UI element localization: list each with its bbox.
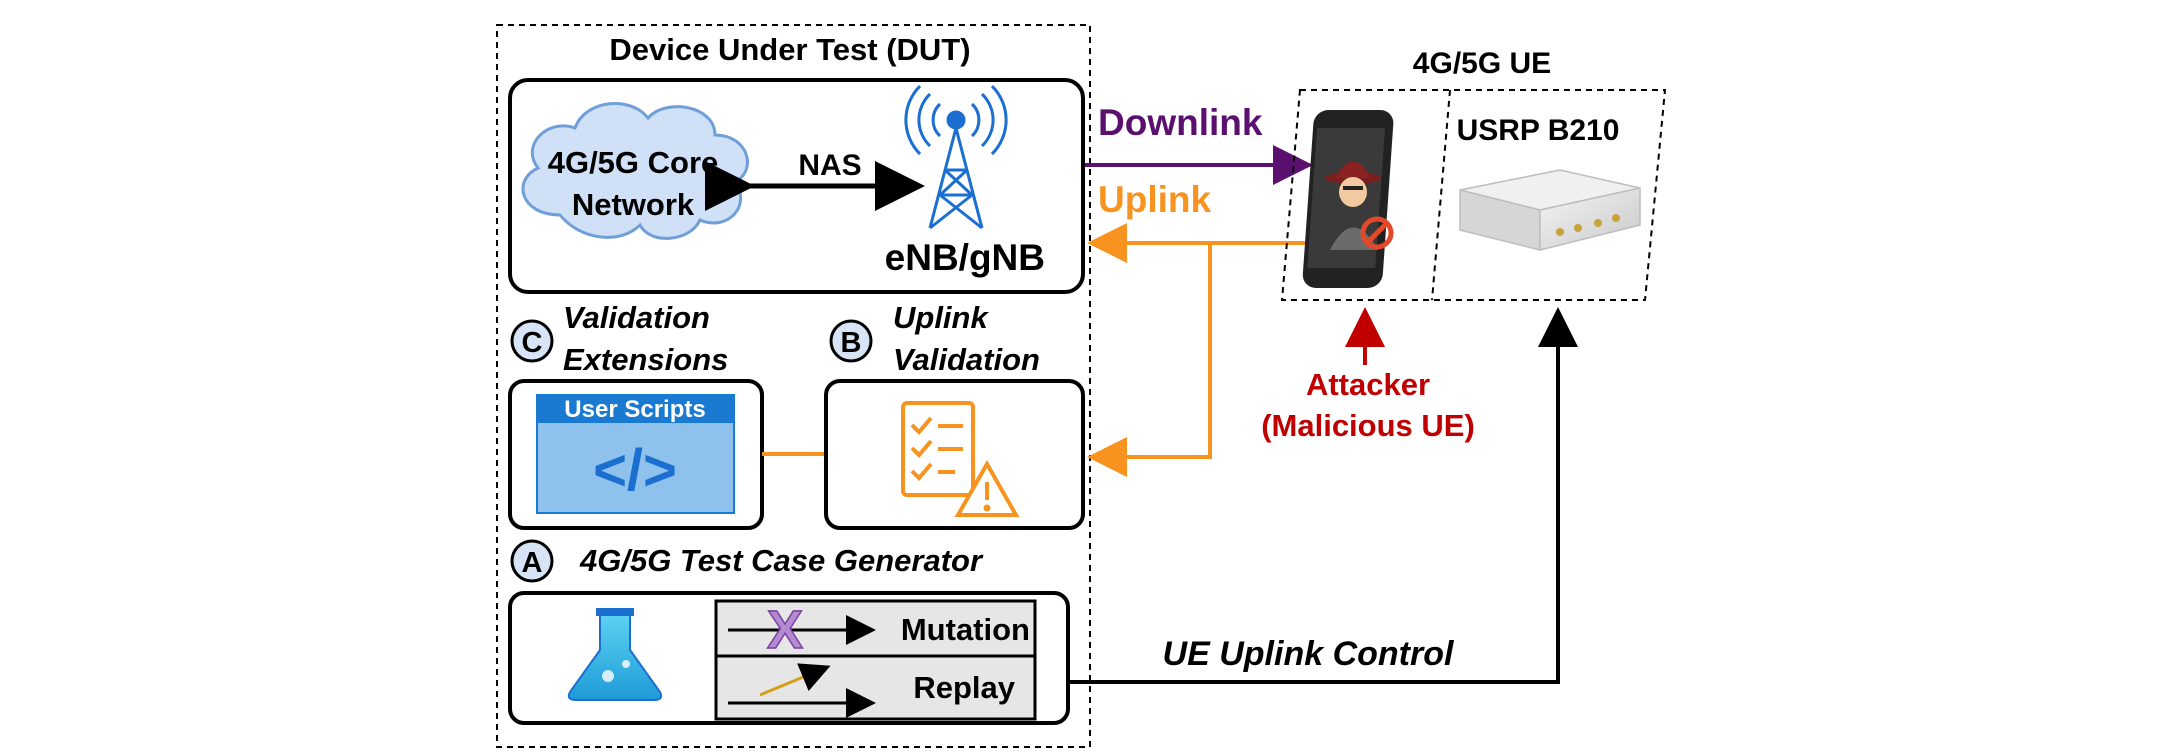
uplink-branch-arrow bbox=[1087, 243, 1212, 477]
dut-title: Device Under Test (DUT) bbox=[609, 32, 970, 67]
core-network-line1: 4G/5G Core bbox=[548, 145, 719, 180]
svg-text:A: A bbox=[522, 547, 543, 579]
ue-divider bbox=[1431, 89, 1451, 301]
uplink-validation-line2: Validation bbox=[893, 342, 1040, 377]
mutation-label: Mutation bbox=[901, 612, 1030, 647]
ue-container bbox=[1280, 89, 1667, 301]
core-network-line2: Network bbox=[572, 187, 695, 222]
base-station-label: eNB/gNB bbox=[885, 237, 1045, 278]
mutation-x-icon: X bbox=[728, 599, 876, 661]
user-scripts-title: User Scripts bbox=[564, 396, 705, 423]
nas-label: NAS bbox=[798, 149, 861, 182]
uplink-validation-line1: Uplink bbox=[893, 300, 989, 335]
ue-uplink-control-arrow bbox=[1068, 307, 1578, 684]
user-scripts-panel: User Scripts </> bbox=[536, 394, 735, 514]
badge-c: C bbox=[510, 319, 554, 363]
replay-arrow-icon bbox=[728, 663, 876, 718]
validation-extensions-line2: Extensions bbox=[563, 342, 728, 377]
svg-text:C: C bbox=[522, 327, 543, 359]
svg-text:B: B bbox=[841, 327, 862, 359]
badge-a: A bbox=[510, 539, 554, 583]
cell-tower-icon bbox=[904, 84, 1008, 230]
code-icon: </> bbox=[593, 438, 677, 503]
attacker-line2: (Malicious UE) bbox=[1261, 408, 1475, 443]
badge-b: B bbox=[829, 319, 873, 363]
flask-icon bbox=[567, 608, 663, 701]
attacker-line1: Attacker bbox=[1306, 367, 1430, 402]
smartphone-hacker-icon bbox=[1302, 110, 1394, 288]
ue-title: 4G/5G UE bbox=[1413, 47, 1551, 80]
checklist-warning-icon bbox=[901, 401, 1020, 517]
dut-container bbox=[496, 24, 1091, 748]
usrp-device-icon bbox=[1459, 169, 1641, 251]
uplink-label: Uplink bbox=[1098, 179, 1211, 220]
core-network-cloud: 4G/5G Core Network bbox=[521, 102, 749, 240]
usrp-label: USRP B210 bbox=[1457, 114, 1620, 147]
uplink-validation-box bbox=[824, 379, 1085, 530]
ue-uplink-control-label: UE Uplink Control bbox=[1163, 635, 1455, 673]
svg-text:X: X bbox=[767, 600, 803, 660]
test-case-generator-title: 4G/5G Test Case Generator bbox=[579, 543, 984, 578]
validation-extensions-line1: Validation bbox=[563, 300, 710, 335]
downlink-label: Downlink bbox=[1098, 102, 1263, 143]
replay-label: Replay bbox=[913, 670, 1015, 705]
